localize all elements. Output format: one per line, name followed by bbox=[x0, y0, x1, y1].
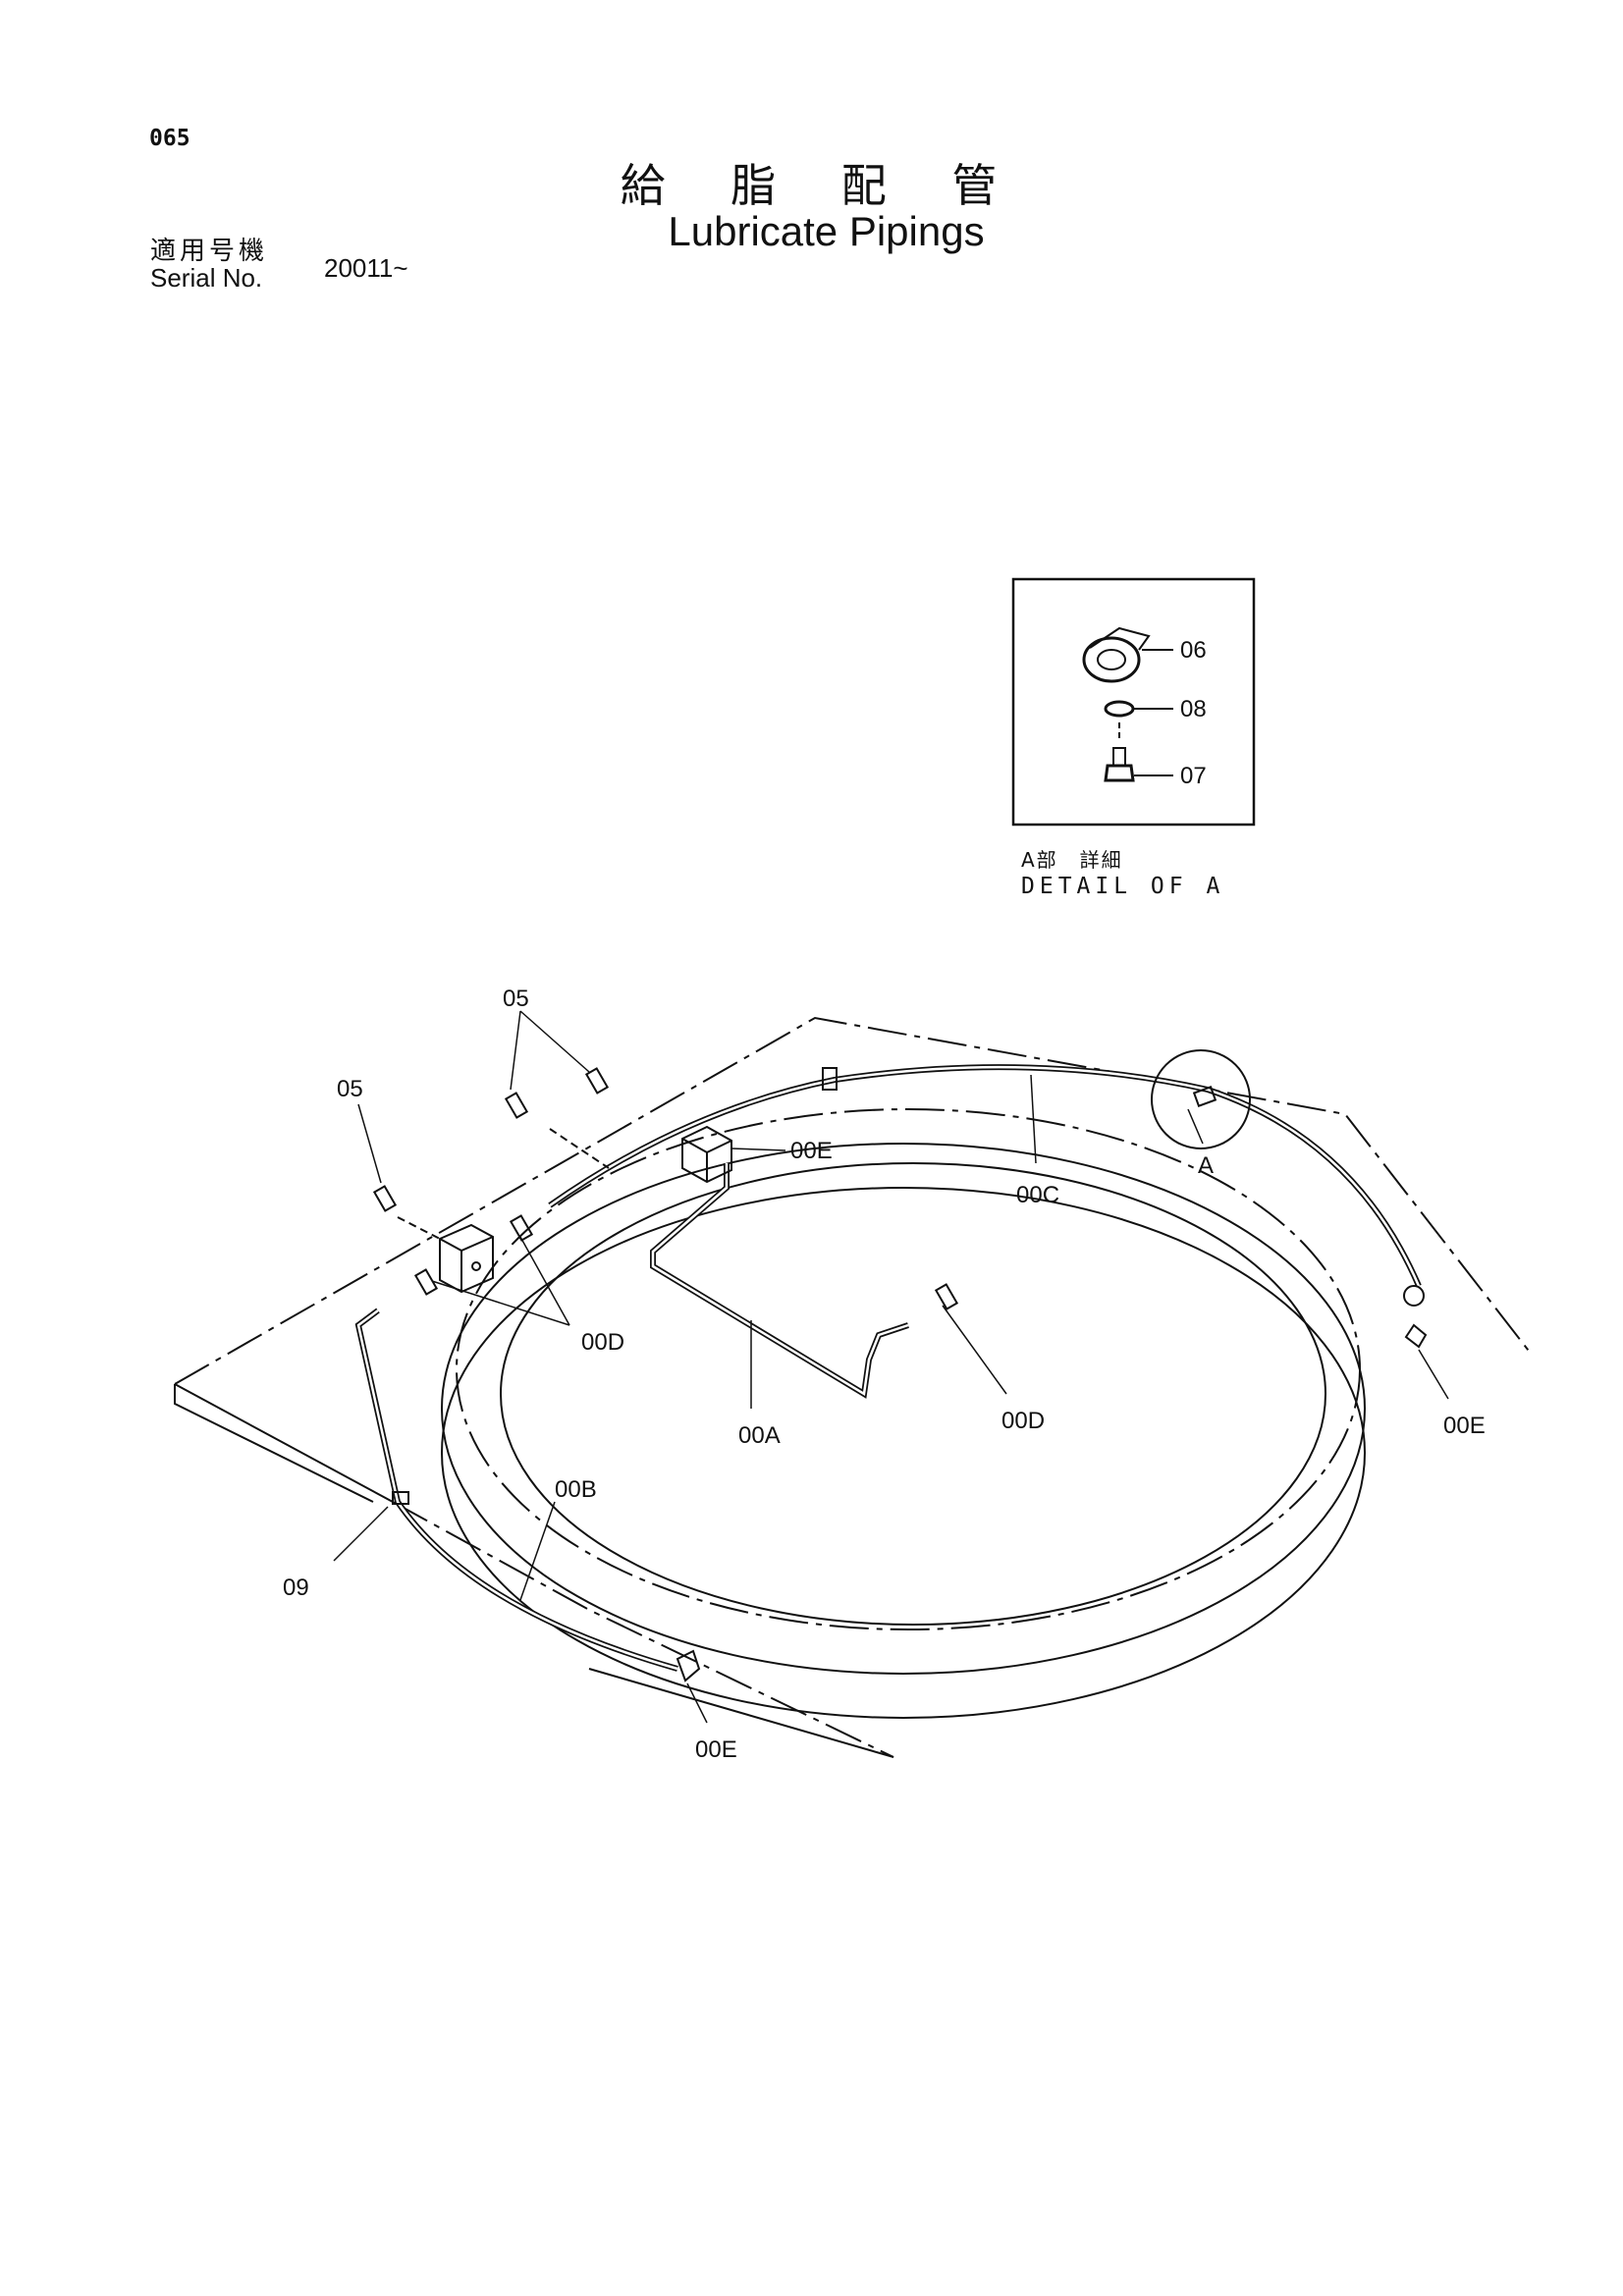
callout-00e-bottom: 00E bbox=[695, 1736, 737, 1763]
callout-00d-right: 00D bbox=[1001, 1408, 1045, 1434]
detail-caption-english: DETAIL OF A bbox=[1021, 874, 1225, 899]
callout-00e-top: 00E bbox=[790, 1138, 833, 1164]
callout-00a: 00A bbox=[738, 1422, 781, 1449]
callout-a: A bbox=[1198, 1152, 1214, 1179]
callout-00e-right: 00E bbox=[1443, 1413, 1486, 1439]
serial-label-english: Serial No. bbox=[150, 263, 263, 293]
callout-00d-left: 00D bbox=[581, 1329, 624, 1356]
distribution-block-right bbox=[681, 1125, 732, 1184]
washer-icon bbox=[1104, 700, 1135, 718]
detail-label-08: 08 bbox=[1180, 696, 1207, 722]
callout-00b: 00B bbox=[555, 1476, 597, 1503]
detail-caption-japanese: A部 詳細 bbox=[1021, 848, 1123, 872]
detail-label-06: 06 bbox=[1180, 637, 1207, 664]
callout-09: 09 bbox=[283, 1575, 309, 1601]
leader-lines bbox=[333, 1010, 1449, 1724]
elbow-icon bbox=[676, 1285, 1428, 1682]
pipe-00b bbox=[354, 1308, 678, 1672]
title-english: Lubricate Pipings bbox=[668, 208, 985, 254]
callout-00c: 00C bbox=[1016, 1182, 1059, 1208]
grease-nipple-icon bbox=[372, 1067, 959, 1310]
callout-05-top: 05 bbox=[503, 986, 529, 1012]
bolt-icon bbox=[1104, 747, 1135, 782]
distribution-block-left bbox=[439, 1223, 494, 1294]
pipe-00c-inner bbox=[549, 1065, 1421, 1287]
serial-label-japanese: 適用号機 bbox=[150, 237, 269, 266]
detail-label-07: 07 bbox=[1180, 763, 1207, 789]
pipe-clamp-icon bbox=[392, 1067, 1217, 1505]
page-number: 065 bbox=[149, 126, 190, 151]
detail-a-box bbox=[1011, 577, 1256, 827]
slewing-ring bbox=[441, 1108, 1366, 1719]
detail-a-marker bbox=[1151, 1049, 1251, 1149]
callout-05-left: 05 bbox=[337, 1076, 363, 1102]
clamp-icon bbox=[1082, 626, 1151, 683]
title-japanese: 給 脂 配 管 bbox=[620, 159, 1023, 212]
serial-value: 20011~ bbox=[324, 253, 408, 283]
base-frame bbox=[174, 1016, 1533, 1758]
